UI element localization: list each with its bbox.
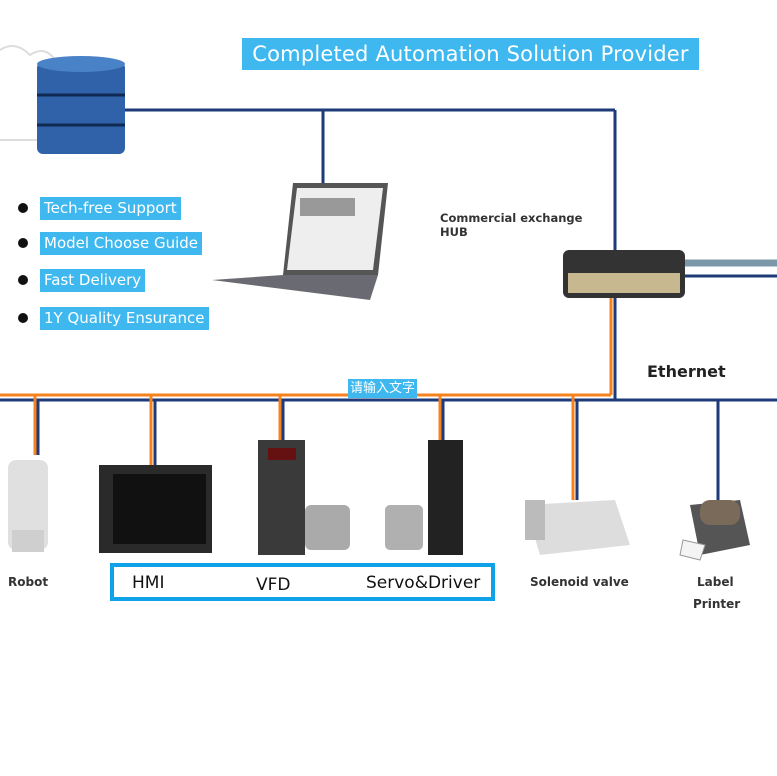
product-group-box: HMI VFD Servo&Driver [110, 563, 495, 601]
feature-item: 1Y Quality Ensurance [18, 306, 209, 330]
bus-text-placeholder: 请输入文字 [348, 379, 418, 398]
hub-label-line2: HUB [440, 225, 468, 239]
label-printer-label-line1: Label [697, 575, 734, 589]
ethernet-label: Ethernet [647, 362, 726, 381]
hmi-icon [99, 465, 212, 553]
vfd-icon [258, 440, 350, 555]
feature-item: Fast Delivery [18, 268, 146, 292]
label-printer-icon [679, 500, 750, 561]
laptop-icon [212, 183, 388, 300]
page-title: Completed Automation Solution Provider [242, 38, 699, 70]
servo-icon [385, 440, 463, 555]
navy-wire-top [0, 108, 777, 500]
feature-label: Model Choose Guide [40, 231, 202, 255]
feature-label: Fast Delivery [40, 268, 146, 292]
solenoid-valve-icon [525, 500, 630, 555]
feature-item: Tech-free Support [18, 196, 181, 220]
vfd-label: VFD [256, 575, 291, 595]
solenoid-valve-label: Solenoid valve [530, 575, 629, 589]
feature-item: Model Choose Guide [18, 231, 202, 255]
label-printer-label-line2: Printer [693, 597, 741, 611]
bullet-icon [18, 313, 28, 323]
hmi-label: HMI [132, 573, 165, 593]
robot-icon [8, 460, 48, 552]
database-icon [37, 56, 125, 154]
feature-label: 1Y Quality Ensurance [40, 306, 209, 330]
network-switch-icon [563, 250, 685, 298]
hub-label: Commercial exchange HUB [440, 211, 582, 239]
servo-driver-label: Servo&Driver [366, 573, 481, 593]
bullet-icon [18, 275, 28, 285]
bullet-icon [18, 238, 28, 248]
robot-label: Robot [8, 575, 49, 589]
hub-label-line1: Commercial exchange [440, 211, 583, 225]
feature-label: Tech-free Support [40, 196, 181, 220]
bullet-icon [18, 203, 28, 213]
